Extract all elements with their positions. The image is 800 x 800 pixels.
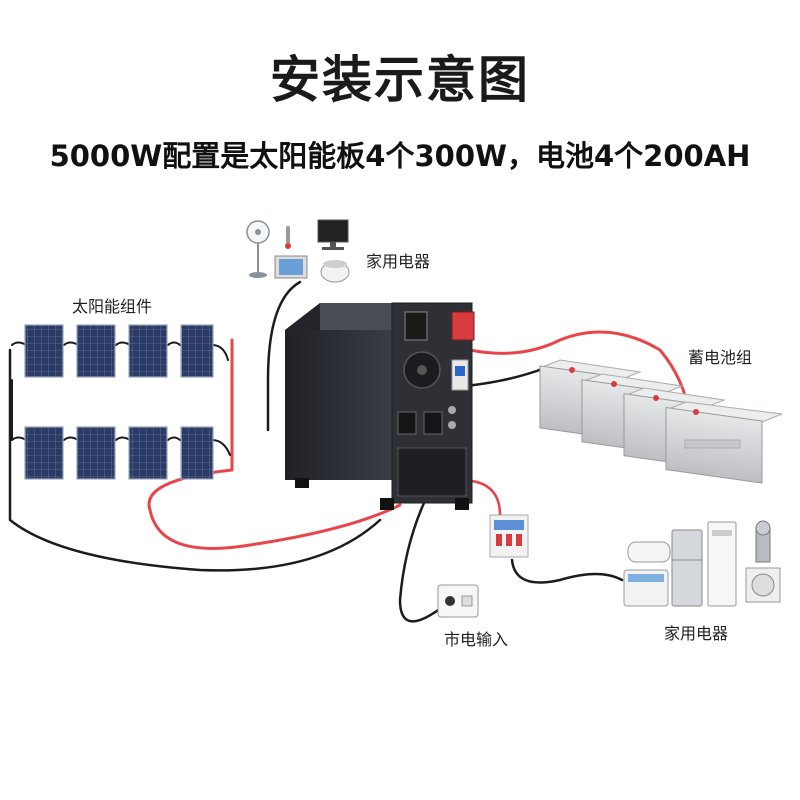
monitor-icon <box>317 219 349 250</box>
appliances-bottom-label: 家用电器 <box>664 624 729 643</box>
solar-panel <box>180 324 214 378</box>
water-pump-icon <box>755 520 771 563</box>
battery-bank-label: 蓄电池组 <box>688 348 753 367</box>
solar-panel <box>24 426 64 480</box>
tv-icon <box>274 255 308 279</box>
inverter-cabinet <box>285 302 475 510</box>
solar-panel <box>128 324 168 378</box>
air-conditioner-icon <box>707 521 781 607</box>
appliances-top-label: 家用电器 <box>366 252 431 271</box>
solar-panel <box>24 324 64 378</box>
solar-positive-wire <box>147 338 402 550</box>
page-title: 安装示意图 <box>270 51 530 109</box>
battery-positive-wire <box>468 330 692 420</box>
solar-panel-array <box>24 324 214 480</box>
solar-panel <box>76 426 116 480</box>
refrigerator-icon <box>671 529 703 607</box>
battery <box>665 401 783 484</box>
grid-input-label: 市电输入 <box>444 630 509 649</box>
page-subtitle: 5000W配置是太阳能板4个300W，电池4个200AH <box>49 139 751 173</box>
battery-bank <box>538 359 783 484</box>
solar-modules-label: 太阳能组件 <box>72 297 153 316</box>
rice-cooker-icon <box>320 260 350 283</box>
breaker-box <box>489 514 529 558</box>
washing-machine-icon <box>623 569 669 607</box>
solar-panel <box>76 324 116 378</box>
appliances-top <box>246 219 350 283</box>
solar-string-wire-top <box>11 341 229 361</box>
solar-panel <box>128 426 168 480</box>
thermometer-icon <box>285 226 291 249</box>
appliances-bottom <box>623 520 781 607</box>
solar-negative-wire <box>8 348 382 572</box>
breaker-output-wire <box>510 558 624 584</box>
fan-icon <box>246 220 270 278</box>
water-heater-icon <box>627 541 671 563</box>
solar-string-wire-bottom <box>11 436 231 456</box>
wall-socket <box>437 584 479 618</box>
appliance-top-wire <box>266 280 302 432</box>
grid-input-wire <box>398 488 447 623</box>
solar-panel <box>180 426 214 480</box>
